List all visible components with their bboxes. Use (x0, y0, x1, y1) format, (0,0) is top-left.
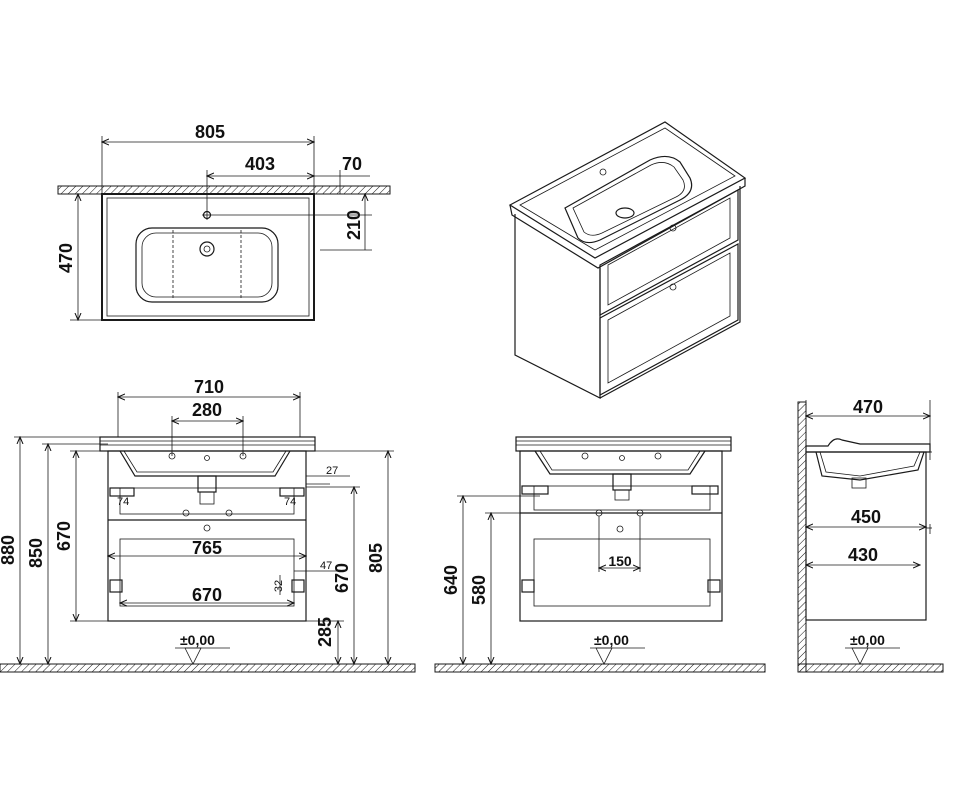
dim-880: 880 (0, 535, 18, 565)
dim-450: 450 (851, 507, 881, 527)
dim-74-left: 74 (117, 496, 129, 508)
top-view-basin-outline (101, 193, 315, 321)
front-bracket-left (109, 487, 135, 497)
dim-150: 150 (608, 553, 632, 569)
middle-view: 640 580 150 ±0,00 (434, 436, 766, 673)
side-view-floor (797, 663, 944, 673)
top-view-bowl (135, 227, 279, 303)
side-basin (815, 451, 925, 481)
floor-level-middle: ±0,00 (594, 632, 629, 648)
dim-580: 580 (469, 575, 489, 605)
dim-285: 285 (315, 617, 335, 647)
middle-cabinet (519, 450, 723, 622)
dim-670-left: 670 (54, 521, 74, 551)
iso-tap-hole-icon (599, 168, 607, 176)
dim-403: 403 (245, 154, 275, 174)
dim-32: 32 (273, 580, 285, 592)
front-cabinet (107, 450, 307, 622)
floor-level-side: ±0,00 (850, 632, 885, 648)
dim-210: 210 (344, 210, 364, 240)
level-triangle-icon (851, 647, 869, 665)
dim-47: 47 (320, 560, 332, 572)
dim-765: 765 (192, 538, 222, 558)
dim-670-right: 670 (332, 563, 352, 593)
iso-countertop (508, 121, 747, 259)
iso-drawer-top (599, 188, 739, 317)
isometric-view (508, 121, 747, 399)
front-siphon (197, 475, 217, 493)
drain-icon (199, 241, 215, 257)
dim-470-side: 470 (853, 397, 883, 417)
front-view-floor (0, 663, 416, 673)
iso-drawer-bottom (599, 242, 739, 397)
floor-level-front: ±0,00 (180, 632, 215, 648)
dim-805-vert: 805 (366, 543, 386, 573)
side-view-wall (797, 401, 807, 673)
iso-knob-icon (669, 224, 677, 232)
dim-430: 430 (848, 545, 878, 565)
dim-470-top: 470 (56, 243, 76, 273)
front-bracket-right (279, 487, 305, 497)
middle-countertop (515, 436, 732, 452)
dim-74-right: 74 (284, 496, 296, 508)
iso-bowl (564, 155, 693, 244)
side-view: 470 450 430 ±0,00 (797, 397, 944, 673)
front-countertop (99, 436, 316, 452)
dim-805: 805 (195, 122, 225, 142)
front-view: 710 280 880 850 670 27 74 74 765 670 47 (0, 377, 416, 673)
level-triangle-icon (184, 647, 202, 665)
middle-view-floor (434, 663, 766, 673)
dim-710: 710 (194, 377, 224, 397)
side-countertop (805, 438, 931, 453)
dim-670-inner: 670 (192, 585, 222, 605)
level-triangle-icon (595, 647, 613, 665)
side-cabinet (805, 451, 927, 621)
iso-cabinet-side (514, 214, 601, 399)
top-view: 805 403 70 210 470 (56, 122, 391, 321)
iso-drain-icon (615, 207, 635, 219)
dim-850: 850 (26, 538, 46, 568)
dim-27: 27 (326, 465, 338, 477)
dim-70: 70 (342, 154, 362, 174)
dim-640: 640 (441, 565, 461, 595)
dim-280: 280 (192, 400, 222, 420)
